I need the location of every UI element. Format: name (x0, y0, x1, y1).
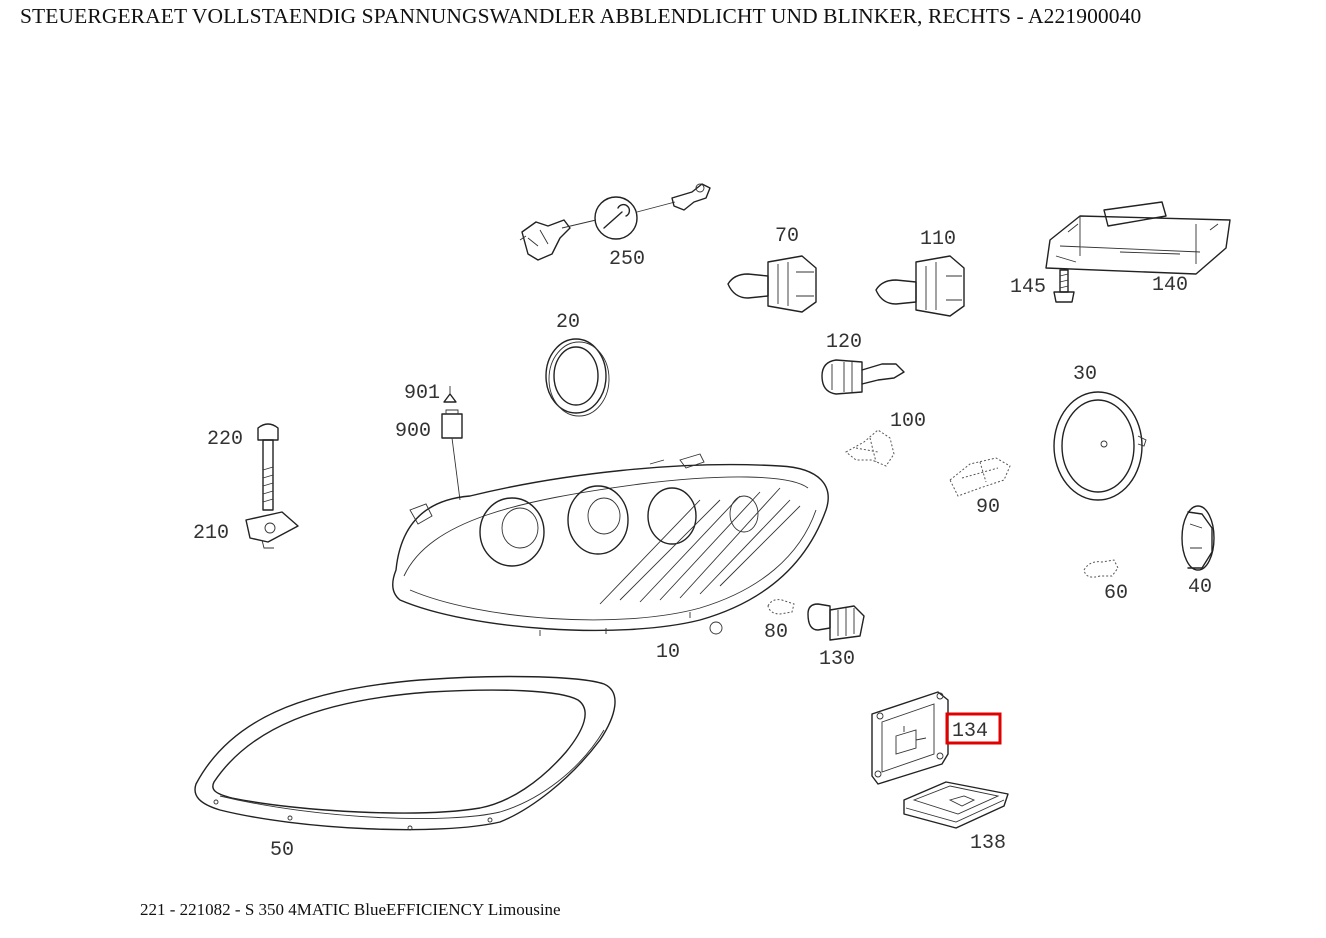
part-138-drawing[interactable] (903, 781, 1009, 829)
part-145-drawing[interactable] (1053, 269, 1075, 303)
part-80-label[interactable]: 80 (764, 621, 788, 644)
part-220-drawing[interactable] (257, 423, 279, 511)
part-901-drawing[interactable] (443, 386, 457, 403)
part-210-label[interactable]: 210 (193, 522, 229, 545)
part-210-drawing[interactable] (245, 511, 299, 549)
part-120-label[interactable]: 120 (826, 331, 862, 354)
part-110-label[interactable]: 110 (920, 228, 956, 251)
part-20-drawing[interactable] (545, 338, 610, 417)
part-120-drawing[interactable] (821, 359, 905, 395)
part-250-drawing[interactable] (519, 183, 711, 261)
part-100-label[interactable]: 100 (890, 410, 926, 433)
part-134-drawing[interactable] (871, 691, 949, 785)
part-70-label[interactable]: 70 (775, 225, 799, 248)
part-30-label[interactable]: 30 (1073, 363, 1097, 386)
part-100-drawing[interactable] (845, 429, 895, 467)
part-250-label[interactable]: 250 (609, 248, 645, 271)
part-900-label[interactable]: 900 (395, 420, 431, 443)
part-134-label[interactable]: 134 (952, 720, 988, 743)
part-20-label[interactable]: 20 (556, 311, 580, 334)
part-40-label[interactable]: 40 (1188, 576, 1212, 599)
part-10-drawing[interactable] (392, 453, 829, 636)
part-50-drawing[interactable] (194, 675, 616, 831)
page-title: STEUERGERAET VOLLSTAENDIG SPANNUNGSWANDL… (20, 4, 1142, 28)
part-60-drawing[interactable] (1083, 559, 1119, 578)
part-40-drawing[interactable] (1181, 505, 1215, 571)
part-140-label[interactable]: 140 (1152, 274, 1188, 297)
part-30-drawing[interactable] (1053, 391, 1147, 501)
part-90-label[interactable]: 90 (976, 496, 1000, 519)
part-138-label[interactable]: 138 (970, 832, 1006, 855)
part-90-drawing[interactable] (949, 457, 1011, 497)
part-900-drawing[interactable] (441, 409, 463, 501)
part-10-label[interactable]: 10 (656, 641, 680, 664)
part-70-drawing[interactable] (727, 255, 817, 313)
part-130-label[interactable]: 130 (819, 648, 855, 671)
part-80-drawing[interactable] (767, 599, 795, 615)
part-220-label[interactable]: 220 (207, 428, 243, 451)
part-60-label[interactable]: 60 (1104, 582, 1128, 605)
part-50-label[interactable]: 50 (270, 839, 294, 862)
part-145-label[interactable]: 145 (1010, 276, 1046, 299)
selected-part-highlight (945, 712, 1002, 745)
part-110-drawing[interactable] (875, 255, 965, 317)
part-901-label[interactable]: 901 (404, 382, 440, 405)
part-140-drawing[interactable] (1045, 201, 1231, 275)
vehicle-model-caption: 221 - 221082 - S 350 4MATIC BlueEFFICIEN… (140, 900, 561, 919)
part-130-drawing[interactable] (807, 603, 865, 641)
